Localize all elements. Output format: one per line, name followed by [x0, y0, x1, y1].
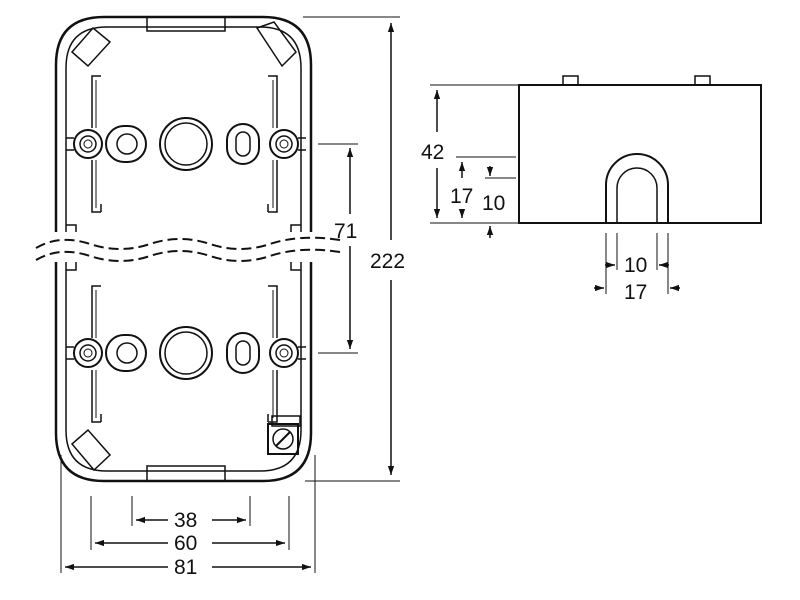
dimension-label-71: 71: [334, 220, 357, 243]
box-inner-wall-top: [65, 26, 302, 232]
bottom-tab: [146, 465, 226, 482]
dimension-label-slot-10: 10: [624, 254, 647, 277]
ground-terminal: [267, 415, 301, 455]
dimension-depth-42: 42: [421, 84, 519, 224]
dimension-width-81: 81: [60, 455, 316, 579]
dimension-label-17: 17: [450, 185, 473, 208]
dimension-height-total: 222: [303, 16, 405, 482]
slot-hole-right: [226, 123, 260, 165]
cable-entry-slot: [605, 153, 669, 223]
screw-mount-left: [66, 338, 103, 368]
box-inner-wall-bottom: [65, 262, 302, 472]
dimension-slot-width-17: 17: [594, 233, 680, 304]
corner-rib-top-right: [255, 21, 297, 68]
dimension-label-slot-17: 17: [624, 281, 647, 304]
dimension-label-42: 42: [421, 141, 444, 164]
corner-rib-top-left: [70, 26, 112, 68]
side-body: [518, 84, 762, 224]
top-tab: [146, 16, 226, 32]
corner-rib-bottom-left: [70, 428, 112, 472]
side-view: 42 17 10 10 17: [421, 75, 762, 304]
dimension-slot-height-10: 10: [482, 166, 516, 238]
slot-hole-left: [105, 334, 147, 372]
dimension-slot-width-10: 10: [605, 233, 669, 277]
screw-mount-right: [269, 129, 306, 159]
break-line-lower: [35, 248, 341, 262]
dimension-label-81: 81: [174, 556, 197, 579]
break-line-upper: [35, 236, 341, 250]
knockout-center: [159, 326, 213, 380]
front-view: 222 71 38 60 81: [35, 15, 405, 579]
knockout-center: [159, 117, 213, 171]
side-tab-left: [562, 75, 579, 86]
screw-mount-left: [66, 129, 103, 159]
module-top: [66, 75, 306, 213]
dimension-label-38: 38: [174, 509, 197, 532]
dimension-mount-spacing: 71: [318, 143, 358, 354]
slot-hole-left: [105, 125, 147, 163]
side-tab-right: [694, 75, 711, 86]
dimension-width-60: 60: [90, 496, 290, 555]
dimension-slot-height-17: 17: [450, 156, 516, 218]
dimension-label-60: 60: [174, 532, 197, 555]
dimension-label-10: 10: [482, 192, 505, 215]
dimension-label-222: 222: [370, 250, 405, 273]
module-bottom: [66, 285, 306, 455]
screw-mount-right: [269, 338, 306, 368]
dimension-width-38: 38: [131, 496, 251, 532]
slot-hole-right: [226, 332, 260, 374]
